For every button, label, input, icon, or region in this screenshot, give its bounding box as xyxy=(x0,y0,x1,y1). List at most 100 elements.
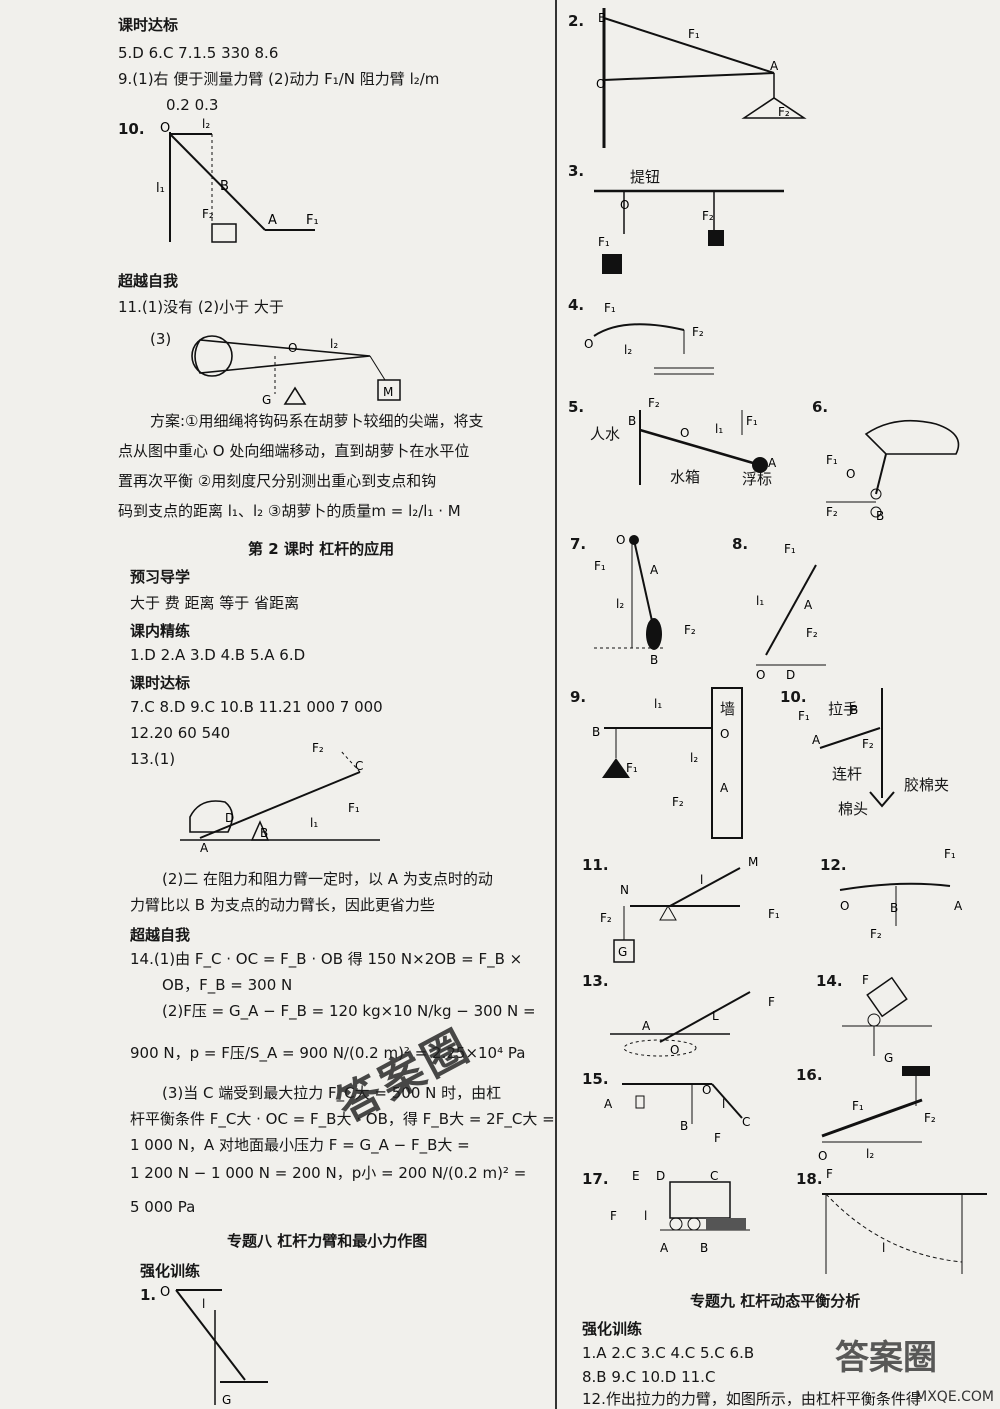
diagram-q1: Ol G xyxy=(160,1285,268,1407)
svg-text:O: O xyxy=(670,1043,679,1057)
svg-text:B: B xyxy=(700,1241,708,1255)
label: 拉手 xyxy=(828,700,859,718)
column-divider xyxy=(555,0,557,1409)
watermark-site: MXQE.COM xyxy=(915,1389,994,1405)
diagram-r14: FG xyxy=(842,973,932,1065)
answer-line: 7.C 8.D 9.C 10.B 11.21 000 7 000 xyxy=(130,698,383,716)
diagram-r13: AO LF xyxy=(610,991,775,1057)
svg-text:D: D xyxy=(656,1169,665,1183)
label: 连杆 xyxy=(832,765,863,783)
svg-text:l₁: l₁ xyxy=(715,422,723,436)
svg-text:A: A xyxy=(770,59,779,73)
answer-line: 5.D 6.C 7.1.5 330 8.6 xyxy=(118,44,279,62)
answer-line: (3)当 C 端受到最大拉力 F_C大 = 500 N 时，由杠 xyxy=(162,1084,502,1102)
answer-line: 12.作出拉力的力臂，如图所示，由杠杆平衡条件得 xyxy=(582,1390,921,1408)
diagram-q13: F₂C F₁A Bl₁ D xyxy=(180,741,380,855)
svg-text:F₂: F₂ xyxy=(600,911,612,925)
answer-line: 码到支点的距离 l₁、l₂ ③胡萝卜的质量m = l₂/l₁ · M xyxy=(118,502,461,520)
topic-title: 专题八 杠杆力臂和最小力作图 xyxy=(227,1232,428,1250)
svg-text:D: D xyxy=(225,811,234,825)
svg-text:F₁: F₁ xyxy=(604,301,616,315)
answer-line: 1 200 N − 1 000 N = 200 N，p小 = 200 N/(0.… xyxy=(130,1164,527,1182)
svg-text:F₁: F₁ xyxy=(746,414,758,428)
diagram-r15: AB Ol CF xyxy=(604,1083,750,1145)
svg-text:O: O xyxy=(756,668,765,682)
question-number: 11. xyxy=(582,856,609,874)
svg-text:F₂: F₂ xyxy=(672,795,684,809)
svg-text:A: A xyxy=(200,841,209,855)
svg-text:A: A xyxy=(812,733,821,747)
svg-text:B: B xyxy=(220,179,229,194)
svg-text:O: O xyxy=(720,727,729,741)
answer-line: (3) xyxy=(150,330,172,348)
svg-text:A: A xyxy=(768,456,777,470)
answer-line: OB，F_B = 300 N xyxy=(162,976,293,994)
svg-text:A: A xyxy=(804,598,813,612)
svg-text:F₁: F₁ xyxy=(348,801,360,815)
svg-text:F: F xyxy=(768,995,775,1009)
svg-text:F₂: F₂ xyxy=(826,505,838,519)
svg-text:B: B xyxy=(850,703,858,717)
svg-text:A: A xyxy=(650,563,659,577)
svg-text:l: l xyxy=(722,1097,725,1111)
label: 人水 xyxy=(590,425,621,443)
svg-text:O: O xyxy=(818,1149,827,1163)
question-number: 14. xyxy=(816,972,843,990)
svg-text:F₁: F₁ xyxy=(598,235,610,249)
svg-text:F₁: F₁ xyxy=(688,27,700,41)
svg-text:G: G xyxy=(262,393,271,407)
label: 水箱 xyxy=(670,468,701,486)
question-number: 18. xyxy=(796,1170,823,1188)
answer-line: 点从图中重心 O 处向细端移动，直到胡萝卜在水平位 xyxy=(118,442,470,460)
svg-text:A: A xyxy=(642,1019,651,1033)
question-number: 4. xyxy=(568,296,585,314)
question-number: 12. xyxy=(820,856,847,874)
svg-text:A: A xyxy=(720,781,729,795)
answer-line: 11.(1)没有 (2)小于 大于 xyxy=(118,298,284,316)
svg-text:l: l xyxy=(700,873,703,887)
svg-text:O: O xyxy=(288,341,297,355)
question-number: 17. xyxy=(582,1170,609,1188)
svg-text:O: O xyxy=(680,426,689,440)
svg-text:F₂: F₂ xyxy=(202,207,214,221)
section-title: 课时达标 xyxy=(118,16,179,34)
svg-text:F: F xyxy=(714,1131,721,1145)
svg-text:O: O xyxy=(846,467,855,481)
svg-text:O: O xyxy=(840,899,849,913)
svg-text:l₂: l₂ xyxy=(866,1147,874,1161)
svg-text:F₂: F₂ xyxy=(778,105,790,119)
svg-text:F₁: F₁ xyxy=(944,847,956,861)
label: 提钮 xyxy=(630,168,661,186)
question-number: 3. xyxy=(568,162,585,180)
section-title: 预习导学 xyxy=(130,568,191,586)
svg-text:G: G xyxy=(618,945,627,959)
svg-text:B: B xyxy=(650,653,658,667)
svg-text:F₂: F₂ xyxy=(924,1111,936,1125)
answer-line: 大于 费 距离 等于 省距离 xyxy=(130,594,300,612)
svg-text:F₂: F₂ xyxy=(692,325,704,339)
question-number: 2. xyxy=(568,12,585,30)
svg-text:F₁: F₁ xyxy=(768,907,780,921)
svg-text:C: C xyxy=(710,1169,718,1183)
svg-text:A: A xyxy=(954,899,963,913)
svg-text:M: M xyxy=(748,855,758,869)
svg-text:B: B xyxy=(598,11,606,25)
diagram-r3: OF₂ F₁ xyxy=(594,189,784,274)
diagram-r11: NF₂ GM lF₁ xyxy=(600,855,780,963)
svg-text:C: C xyxy=(355,759,363,773)
svg-text:B: B xyxy=(876,509,884,523)
svg-text:O: O xyxy=(620,198,629,212)
svg-text:B: B xyxy=(628,414,636,428)
answer-line: (2)F压 = G_A − F_B = 120 kg×10 N/kg − 300… xyxy=(162,1002,536,1020)
svg-text:O: O xyxy=(596,77,605,91)
svg-text:B: B xyxy=(890,901,898,915)
svg-text:G: G xyxy=(222,1393,231,1407)
svg-text:l: l xyxy=(644,1209,647,1223)
answer-line: 1.D 2.A 3.D 4.B 5.A 6.D xyxy=(130,646,306,664)
